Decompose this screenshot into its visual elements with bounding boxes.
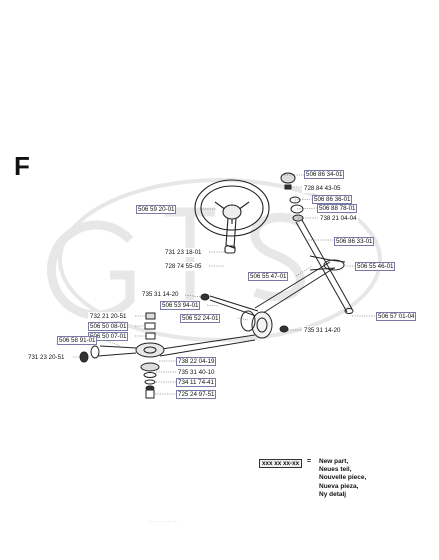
steering-wheel-drawing	[194, 179, 270, 254]
part-label: 735 31 14-20	[302, 326, 343, 335]
part-label: 731 23 20-51	[26, 353, 67, 362]
part-label: 506 57 01-04	[376, 312, 417, 321]
part-label: 728 84 43-05	[302, 184, 343, 193]
part-label: 738 21 04-04	[318, 214, 359, 223]
part-label: 506 55 47-01	[248, 272, 289, 281]
part-label: 735 31 40-10	[176, 368, 217, 377]
part-label: 506 55 46-01	[355, 262, 396, 271]
section-letter: F	[14, 151, 30, 181]
part-label: 732 21 20-51	[88, 312, 129, 321]
legend-text: New part, Neues teil, Nouvelle piece, Nu…	[319, 458, 366, 499]
part-label: 506 52 24-01	[180, 314, 221, 323]
part-label: 735 31 14-20	[140, 290, 181, 299]
linkage-drawing	[79, 255, 346, 399]
leader-lines	[73, 174, 376, 395]
legend-line: Nueva pieza,	[319, 482, 359, 490]
legend-line: Nouvelle piece,	[319, 474, 367, 482]
part-label: 506 59 20-01	[136, 205, 177, 214]
part-label: 506 58 91-01	[57, 336, 98, 345]
steering-column-drawing	[280, 172, 354, 314]
legend-equals: =	[307, 458, 312, 465]
part-label: 738 22 04-19	[176, 357, 217, 366]
part-label: 725 24 97-51	[176, 390, 217, 399]
part-label: 506 86 34-01	[304, 170, 345, 179]
part-label: 506 86 36-01	[312, 195, 353, 204]
legend-line: New part,	[319, 458, 349, 465]
part-label: 728 74 55-05	[163, 262, 204, 271]
part-label: 506 86 33-01	[334, 237, 375, 246]
part-label: 734 11 74-41	[176, 378, 217, 387]
legend-code-box: xxx xx xx-xx	[259, 459, 303, 468]
legend-line: Neues teil,	[319, 466, 352, 474]
legend-line: Ny detalj	[319, 490, 347, 498]
footer-note: · · · · · · · · · · · · ·	[148, 519, 179, 524]
part-label: 506 50 08-01	[88, 322, 129, 331]
part-label: 506 88 78-01	[317, 204, 358, 213]
part-label: 731 23 18-01	[163, 248, 204, 257]
part-label: 506 53 94-01	[160, 301, 201, 310]
